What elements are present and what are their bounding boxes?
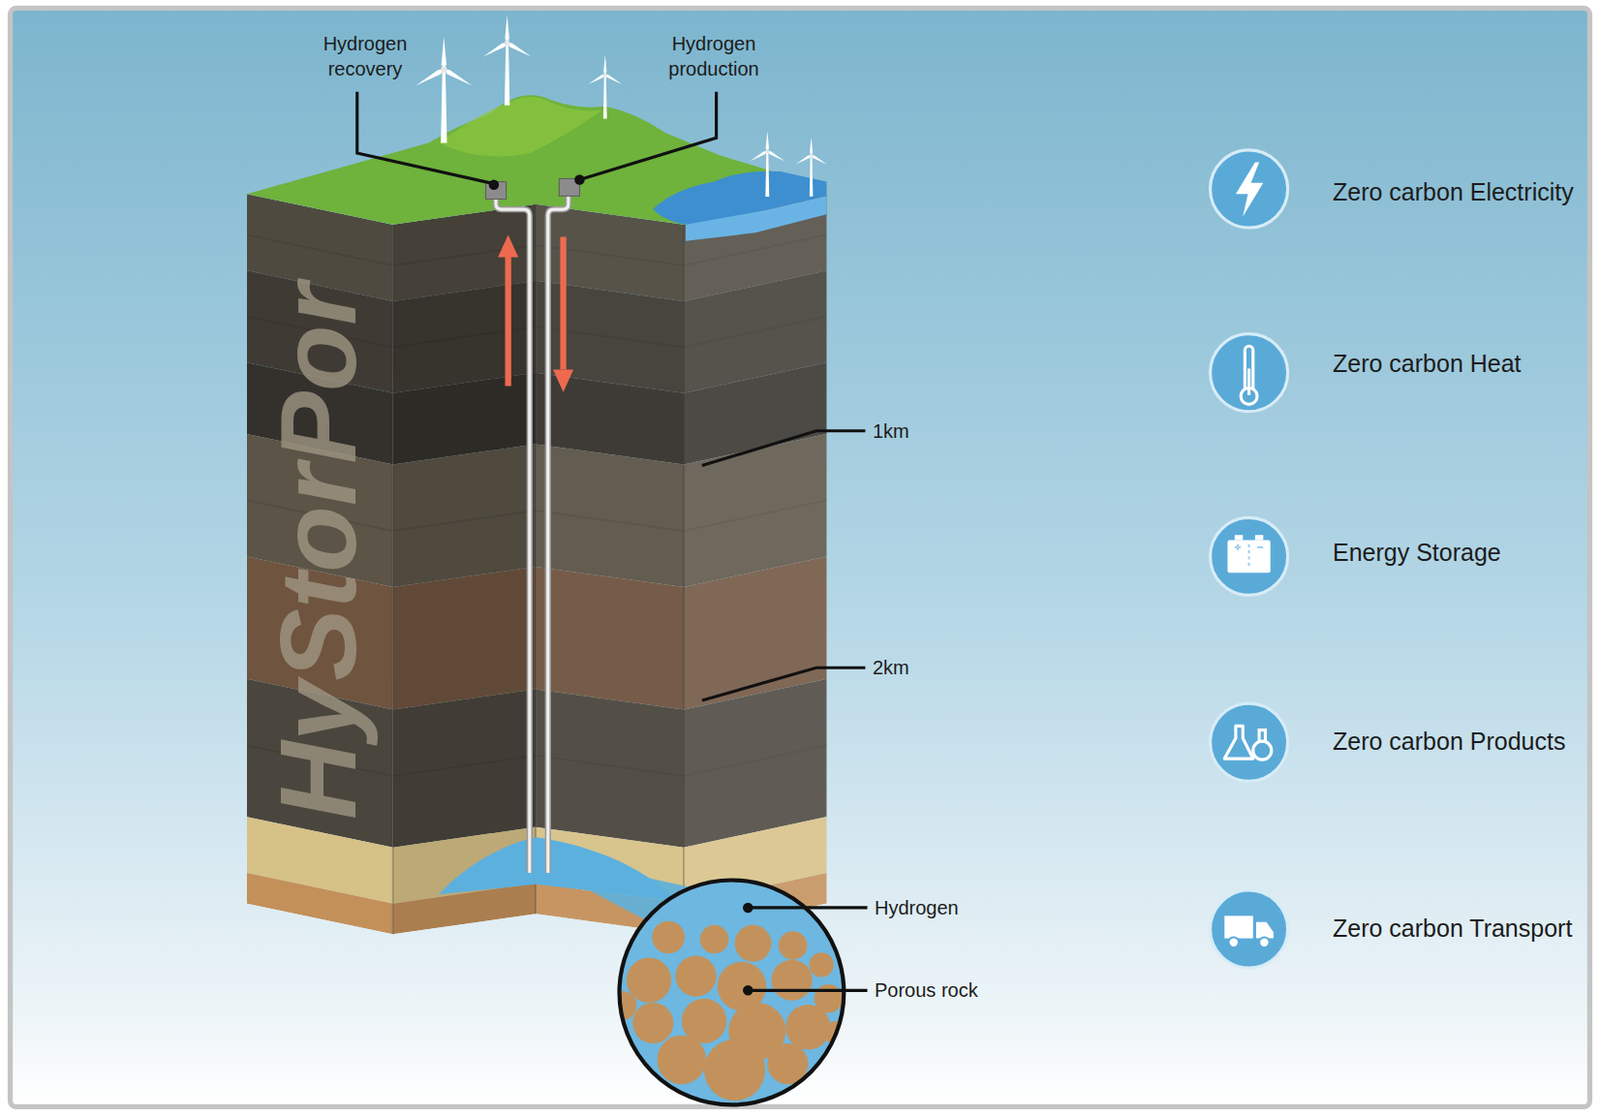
hill <box>438 96 603 156</box>
electricity-icon <box>1210 150 1289 228</box>
ground-surface <box>246 94 827 224</box>
leader-lines <box>357 92 868 990</box>
benefit-label: Zero carbon Electricity <box>1332 176 1574 209</box>
truck-icon <box>1210 890 1289 968</box>
callout-label: Hydrogen recovery <box>307 30 424 82</box>
rock-block <box>246 189 848 938</box>
wind-turbines <box>414 15 829 197</box>
battery-icon <box>1210 517 1289 595</box>
benefit-icons <box>1210 150 1289 968</box>
benefit-label: Zero carbon Products <box>1332 725 1566 758</box>
magnifier <box>608 879 850 1105</box>
rock-face <box>683 193 827 934</box>
rock-face <box>393 204 537 935</box>
depth-label: 2km <box>872 654 910 680</box>
lake-edge <box>685 195 827 241</box>
leader-dots <box>489 174 754 995</box>
thermometer-icon <box>1210 334 1289 412</box>
frame-background <box>10 7 1591 1107</box>
callout-label: Porous rock <box>874 977 979 1003</box>
depth-label: 1km <box>872 418 910 444</box>
watermark: HyStorPor <box>264 282 373 820</box>
rock-face <box>535 204 684 935</box>
flask-icon <box>1210 703 1289 781</box>
benefit-label: Zero carbon Transport <box>1332 912 1572 945</box>
wells <box>495 195 569 873</box>
callout-label: Hydrogen <box>874 894 959 921</box>
callout-label: Hydrogen production <box>655 30 772 82</box>
flow-arrows <box>497 234 574 392</box>
rock-face <box>246 193 394 934</box>
benefit-label: Energy Storage <box>1332 536 1502 569</box>
benefit-label: Zero carbon Heat <box>1332 347 1522 380</box>
